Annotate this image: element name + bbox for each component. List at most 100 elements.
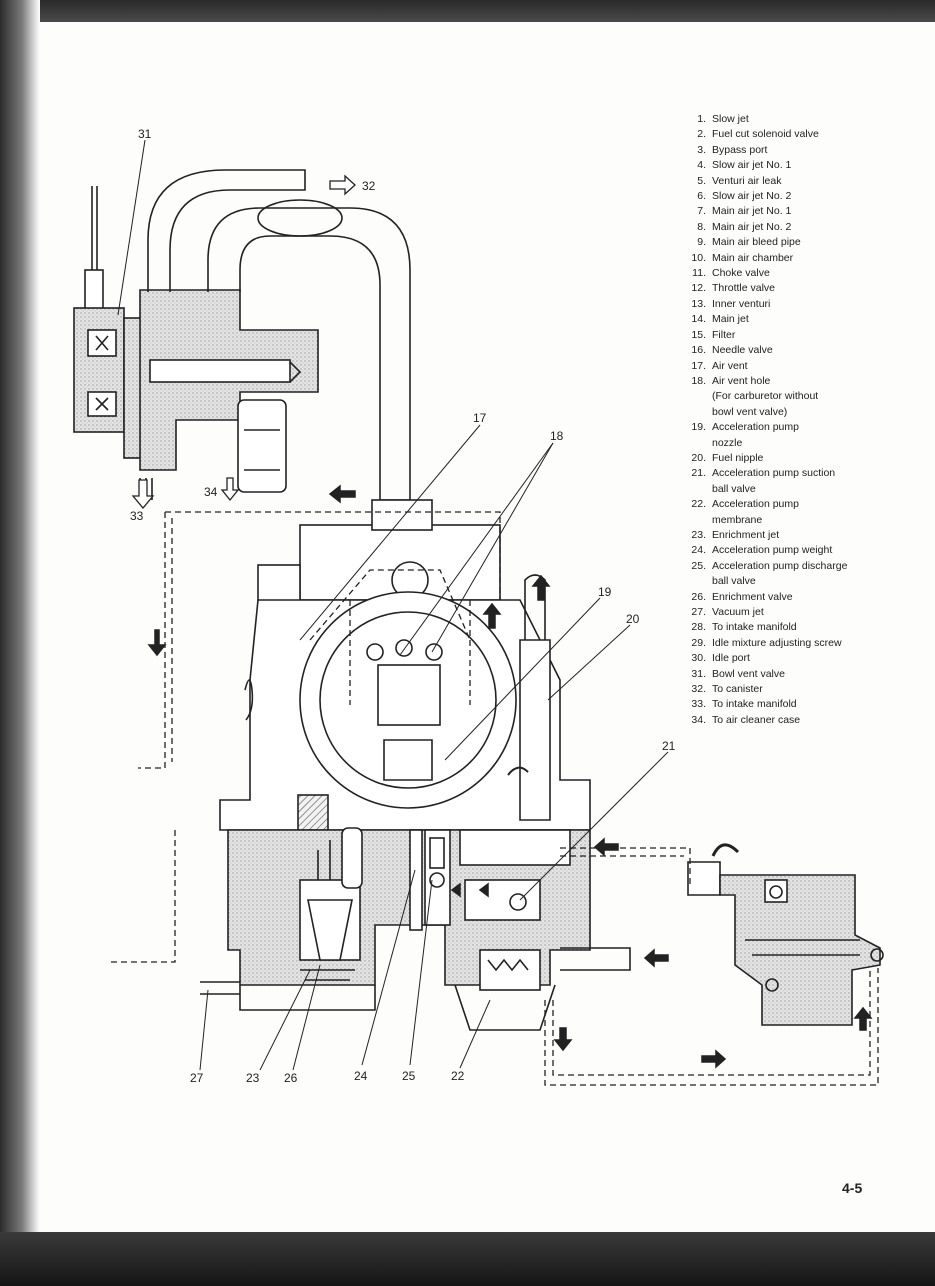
legend-item: 15.Filter: [672, 328, 912, 343]
legend-number: 34.: [691, 713, 706, 726]
callout-19: 19: [598, 585, 612, 599]
legend-number: [672, 436, 712, 451]
callout-31: 31: [138, 127, 152, 141]
legend-item: 34.To air cleaner case: [672, 713, 912, 728]
legend-number: 10.: [691, 251, 706, 264]
legend-item: 7. Main air jet No. 1: [672, 204, 912, 219]
legend-text: Slow jet: [712, 113, 749, 125]
legend-item: 28.To intake manifold: [672, 620, 912, 635]
legend-number: 30.: [691, 652, 706, 665]
legend-number: 12.: [691, 282, 706, 295]
legend-text: Main air bleed pipe: [712, 236, 801, 249]
book-spine-shadow: [0, 0, 40, 1286]
legend-item: 21.Acceleration pump suction: [672, 466, 912, 481]
legend-item: 20. Fuel nipple: [672, 451, 912, 466]
legend-item: 27. Vacuum jet: [672, 605, 912, 620]
legend-text: Fuel cut solenoid valve: [712, 128, 819, 141]
legend-text: Idle mixture adjusting screw: [712, 636, 842, 649]
legend-item: 3.Bypass port: [672, 143, 912, 158]
legend-text: bowl vent valve): [712, 405, 788, 418]
legend-number: 7.: [697, 205, 706, 218]
legend-item: 33. To intake manifold: [672, 697, 912, 712]
legend-item: 1. Slow jet: [672, 112, 912, 127]
legend-number: 16.: [691, 344, 706, 357]
legend-item: 5.Venturi air leak: [672, 174, 912, 189]
legend-number: 6.: [697, 190, 706, 203]
legend-number: [672, 574, 712, 589]
legend-item: 25. Acceleration pump discharge: [672, 559, 912, 574]
legend-number: 26.: [691, 590, 706, 603]
callout-27: 27: [190, 1071, 204, 1085]
legend-item: 10. Main air chamber: [672, 251, 912, 266]
legend-text: Acceleration pump discharge: [712, 559, 848, 572]
legend-text: Bypass port: [712, 143, 768, 156]
open-arrows: [131, 174, 356, 510]
legend-text: Enrichment jet: [712, 528, 780, 541]
legend-text: Main air jet No. 1: [712, 205, 792, 218]
legend-number: 21.: [691, 467, 706, 480]
legend-item: 6. Slow air jet No. 2: [672, 189, 912, 204]
callout-23: 23: [246, 1071, 260, 1085]
legend-item: 32.To canister: [672, 682, 912, 697]
legend-number: 28.: [691, 621, 706, 634]
legend-item: 18.Air vent hole: [672, 374, 912, 389]
callout-32: 32: [362, 179, 376, 193]
legend-item: 23.Enrichment jet: [672, 528, 912, 543]
callout-18: 18: [550, 429, 564, 443]
legend-number: 5.: [697, 174, 706, 187]
legend-text: Main air jet No. 2: [712, 220, 792, 233]
legend-number: 25.: [691, 559, 706, 572]
legend-text: To intake manifold: [712, 698, 797, 711]
legend-number: 2.: [697, 128, 706, 141]
callout-25: 25: [402, 1069, 416, 1083]
legend-number: 9.: [697, 236, 706, 249]
legend-text: Fuel nipple: [712, 451, 764, 464]
legend-text: Enrichment valve: [712, 590, 793, 603]
legend-number: 8.: [697, 220, 706, 233]
legend-item: 9. Main air bleed pipe: [672, 235, 912, 250]
legend-number: 33.: [691, 698, 706, 711]
legend-number: 11.: [692, 267, 706, 280]
legend-item: 12. Throttle valve: [672, 281, 912, 296]
legend-item: 8. Main air jet No. 2: [672, 220, 912, 235]
legend-text: membrane: [712, 513, 763, 526]
legend-item: 11. Choke valve: [672, 266, 912, 281]
legend-item: 14.Main jet: [672, 312, 912, 327]
legend-text: Acceleration pump: [712, 421, 799, 434]
legend-item: 29. Idle mixture adjusting screw: [672, 636, 912, 651]
legend-number: [672, 482, 712, 497]
legend-text: Slow air jet No. 2: [712, 190, 792, 203]
legend-number: 24.: [691, 544, 706, 557]
legend-number: 15.: [691, 328, 706, 341]
legend-text: Acceleration pump: [712, 498, 799, 511]
legend-text: Choke valve: [712, 267, 770, 280]
legend-number: 1.: [697, 113, 706, 125]
callout-22: 22: [451, 1069, 465, 1083]
legend-number: [672, 513, 712, 528]
legend-number: 29.: [691, 636, 706, 649]
legend-number: 18.: [691, 374, 706, 387]
legend-number: 20.: [691, 451, 706, 464]
callout-26: 26: [284, 1071, 298, 1085]
flow-arrows: [147, 484, 873, 1069]
legend-number: 27.: [691, 606, 706, 618]
legend-number: 14.: [691, 313, 706, 326]
legend-number: [672, 405, 712, 420]
legend-text: Inner venturi: [712, 297, 771, 310]
legend-item: 31.Bowl vent valve: [672, 667, 912, 682]
scan-bottom-border: [0, 1232, 935, 1286]
legend-item: 16.Needle valve: [672, 343, 912, 358]
legend-text: Vacuum jet: [712, 606, 764, 618]
callout-21: 21: [662, 739, 676, 753]
legend-text: Throttle valve: [712, 282, 776, 295]
callout-34: 34: [204, 485, 218, 499]
legend-item: ball valve: [672, 574, 912, 589]
callout-20: 20: [626, 612, 640, 626]
legend-text: Slow air jet No. 1: [712, 159, 792, 172]
legend-number: 19.: [691, 421, 706, 434]
legend-text: Main air chamber: [712, 251, 794, 264]
legend-number: 17.: [691, 359, 706, 372]
legend-item: membrane: [672, 513, 912, 528]
parts-legend: 1. Slow jet 2. Fuel cut solenoid valve 3.Byp…: [672, 112, 912, 728]
